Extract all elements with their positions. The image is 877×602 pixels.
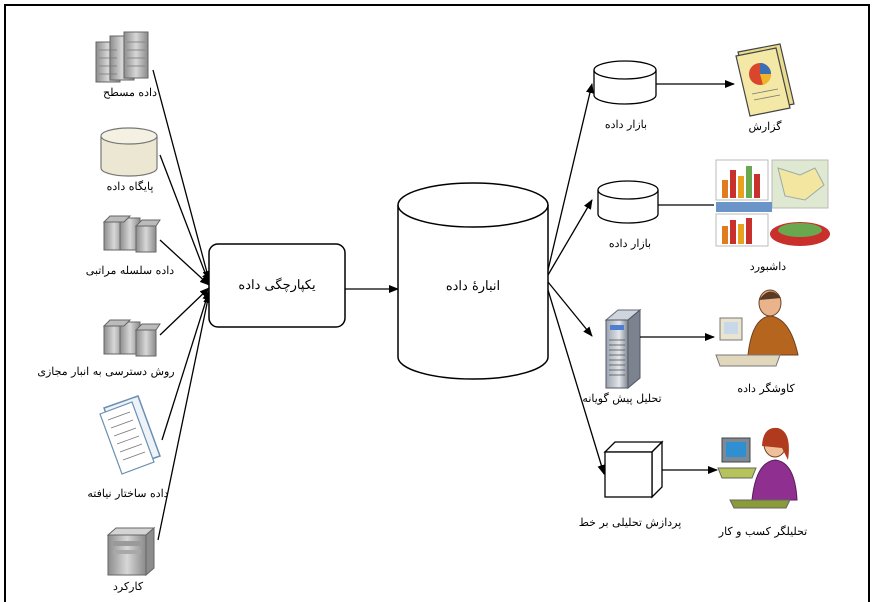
source-to-integration-arrows: [152, 69, 212, 541]
unstructured-document-icon: [99, 395, 161, 475]
warehouse-to-middle-arrows: [547, 83, 606, 475]
integration-box: [208, 243, 346, 328]
virtual-warehouse-icon: [102, 319, 161, 357]
source-label-virtual-warehouse: روش دسترسی به انبار مجازی: [37, 365, 175, 378]
data-mart-2: [597, 180, 659, 224]
source-label-operational: کارکرد: [112, 580, 144, 593]
database-icon: [100, 127, 158, 177]
middle-label-mart-1: بازار داده: [604, 118, 648, 131]
middle-label-predictive: تحلیل پیش گویانه: [582, 392, 662, 405]
source-label-database: پایگاه داده: [106, 180, 154, 193]
output-label-data-miner: کاوشگر داده: [737, 382, 795, 395]
middle-label-olap: پردازش تحلیلی بر خط: [578, 516, 682, 529]
output-label-report: گزارش: [748, 120, 782, 133]
output-label-business-analyst: تحلیلگر کسب و کار: [718, 525, 808, 538]
transaction-server-icon: [106, 526, 156, 577]
data-miner-person-icon: [715, 289, 799, 367]
hierarchical-data-icon: [102, 215, 161, 253]
output-label-dashboard: داشبورد: [749, 260, 787, 273]
server-icon: [604, 308, 642, 390]
business-analyst-person-icon: [717, 427, 798, 509]
source-label-flat: داده مسطح: [103, 86, 157, 99]
dashboard-icon: [715, 159, 830, 247]
warehouse-cylinder: [397, 182, 549, 380]
source-label-hierarchical: داده سلسله مراتبی: [85, 264, 175, 277]
integration-label: یکپارچگی داده: [238, 278, 316, 293]
flat-file-icon: [95, 31, 149, 83]
warehouse-label: انبارهٔ داده: [445, 279, 501, 294]
diagram-frame: [4, 4, 870, 602]
report-icon: [735, 43, 795, 117]
olap-cube-icon: [603, 440, 664, 499]
source-label-unstructured: داده ساختار نیافته: [87, 487, 169, 500]
middle-label-mart-2: بازار داده: [608, 237, 652, 250]
data-mart-1: [593, 60, 657, 105]
